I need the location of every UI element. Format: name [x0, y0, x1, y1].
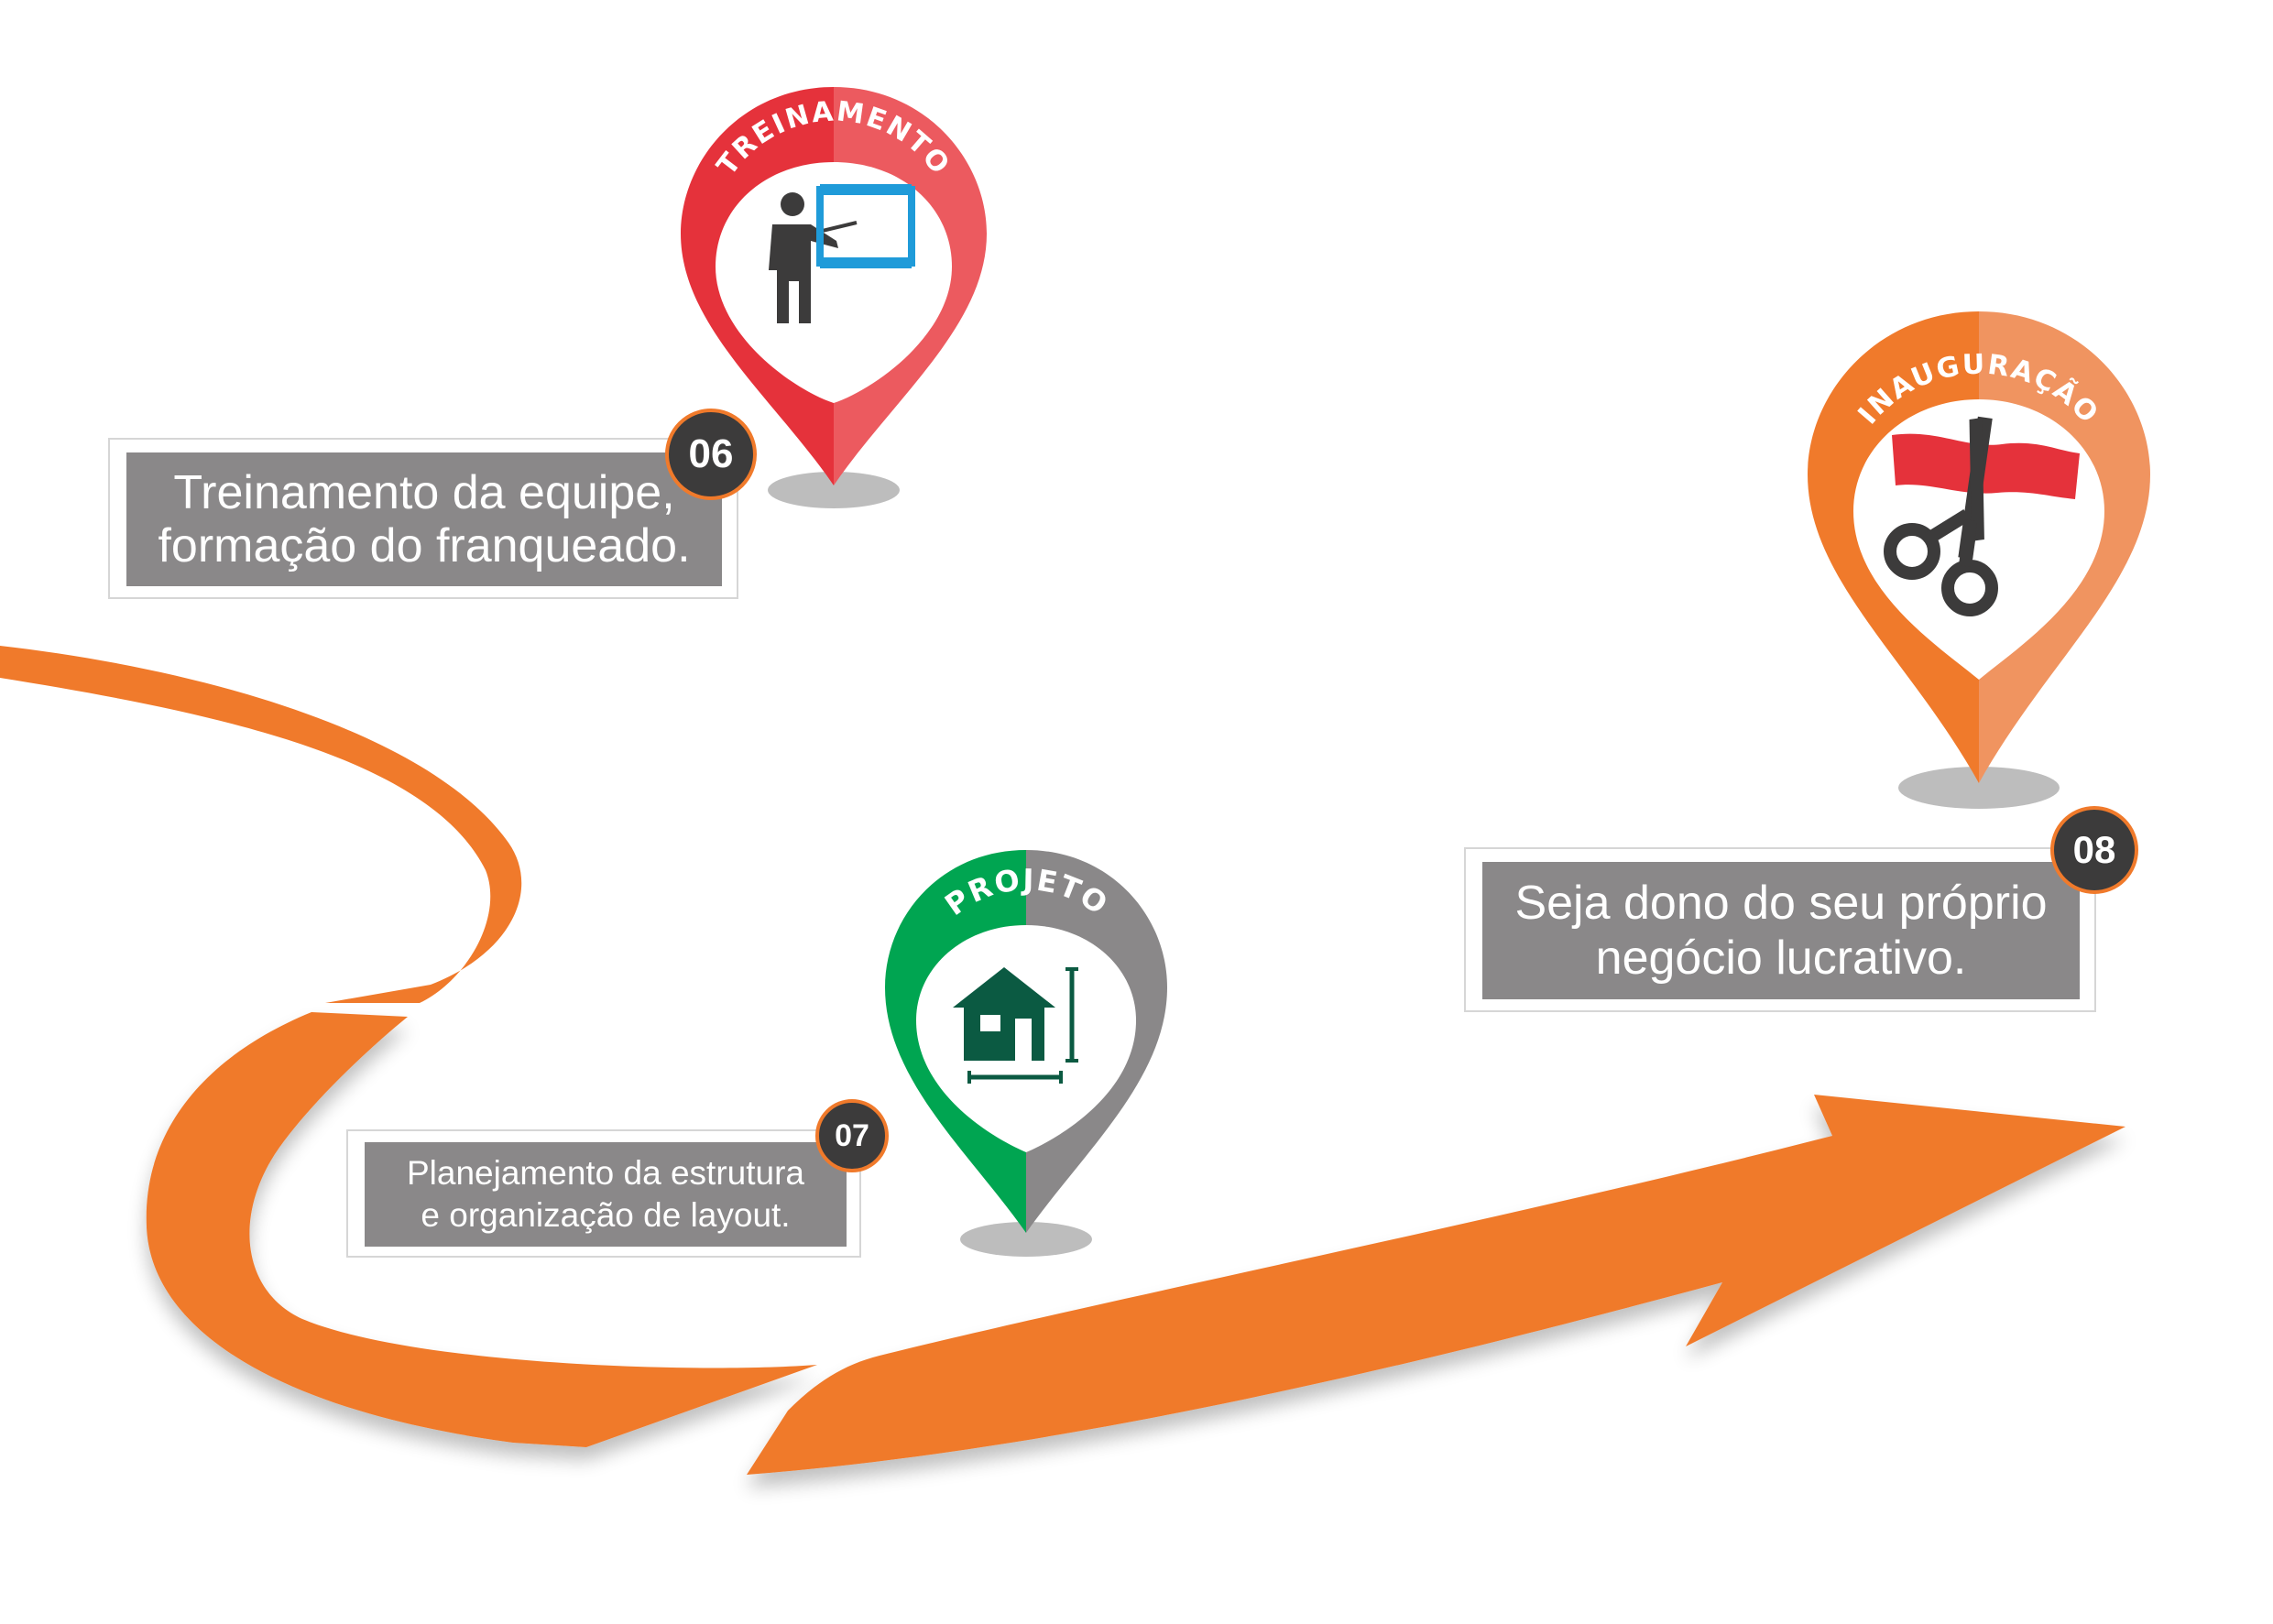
- step-06-text-line1: Treinamento da equipe,: [173, 466, 675, 519]
- step-08-description-box: Seja dono do seu próprio negócio lucrati…: [1464, 847, 2096, 1012]
- pin-projeto: PROJETO: [878, 850, 1171, 1262]
- scissors-ribbon-icon: [1884, 416, 2080, 616]
- road-segment-top: [0, 646, 522, 1003]
- step-07-description-box: Planejamento da estrutura e organização …: [346, 1129, 861, 1258]
- step-06-description-box: Treinamento da equipe, formação do franq…: [108, 438, 738, 599]
- step-06-description: Treinamento da equipe, formação do franq…: [126, 452, 722, 586]
- step-08-number-badge: 08: [2050, 806, 2138, 894]
- step-08-description: Seja dono do seu próprio negócio lucrati…: [1482, 862, 2080, 999]
- road-segment-curve: [146, 1012, 818, 1447]
- pin-treinamento: TREINAMENTO: [673, 87, 994, 522]
- step-08-text-line1: Seja dono do seu próprio: [1514, 877, 2048, 930]
- step-07-number-badge: 07: [815, 1099, 889, 1172]
- step-07-text-line2: e organização de layout.: [421, 1196, 791, 1234]
- step-07-description: Planejamento da estrutura e organização …: [365, 1142, 847, 1247]
- step-07-text-line1: Planejamento da estrutura: [407, 1154, 804, 1192]
- road-segment-arrow: [747, 1095, 2125, 1475]
- pin-inauguracao: INAUGURAÇÃO: [1800, 311, 2158, 820]
- house-blueprint-icon: [953, 967, 1078, 1084]
- presenter-whiteboard-icon: [769, 184, 915, 323]
- step-08-text-line2: negócio lucrativo.: [1595, 932, 1967, 985]
- step-06-number-badge: 06: [665, 409, 757, 500]
- step-06-text-line2: formação do franqueado.: [158, 519, 691, 572]
